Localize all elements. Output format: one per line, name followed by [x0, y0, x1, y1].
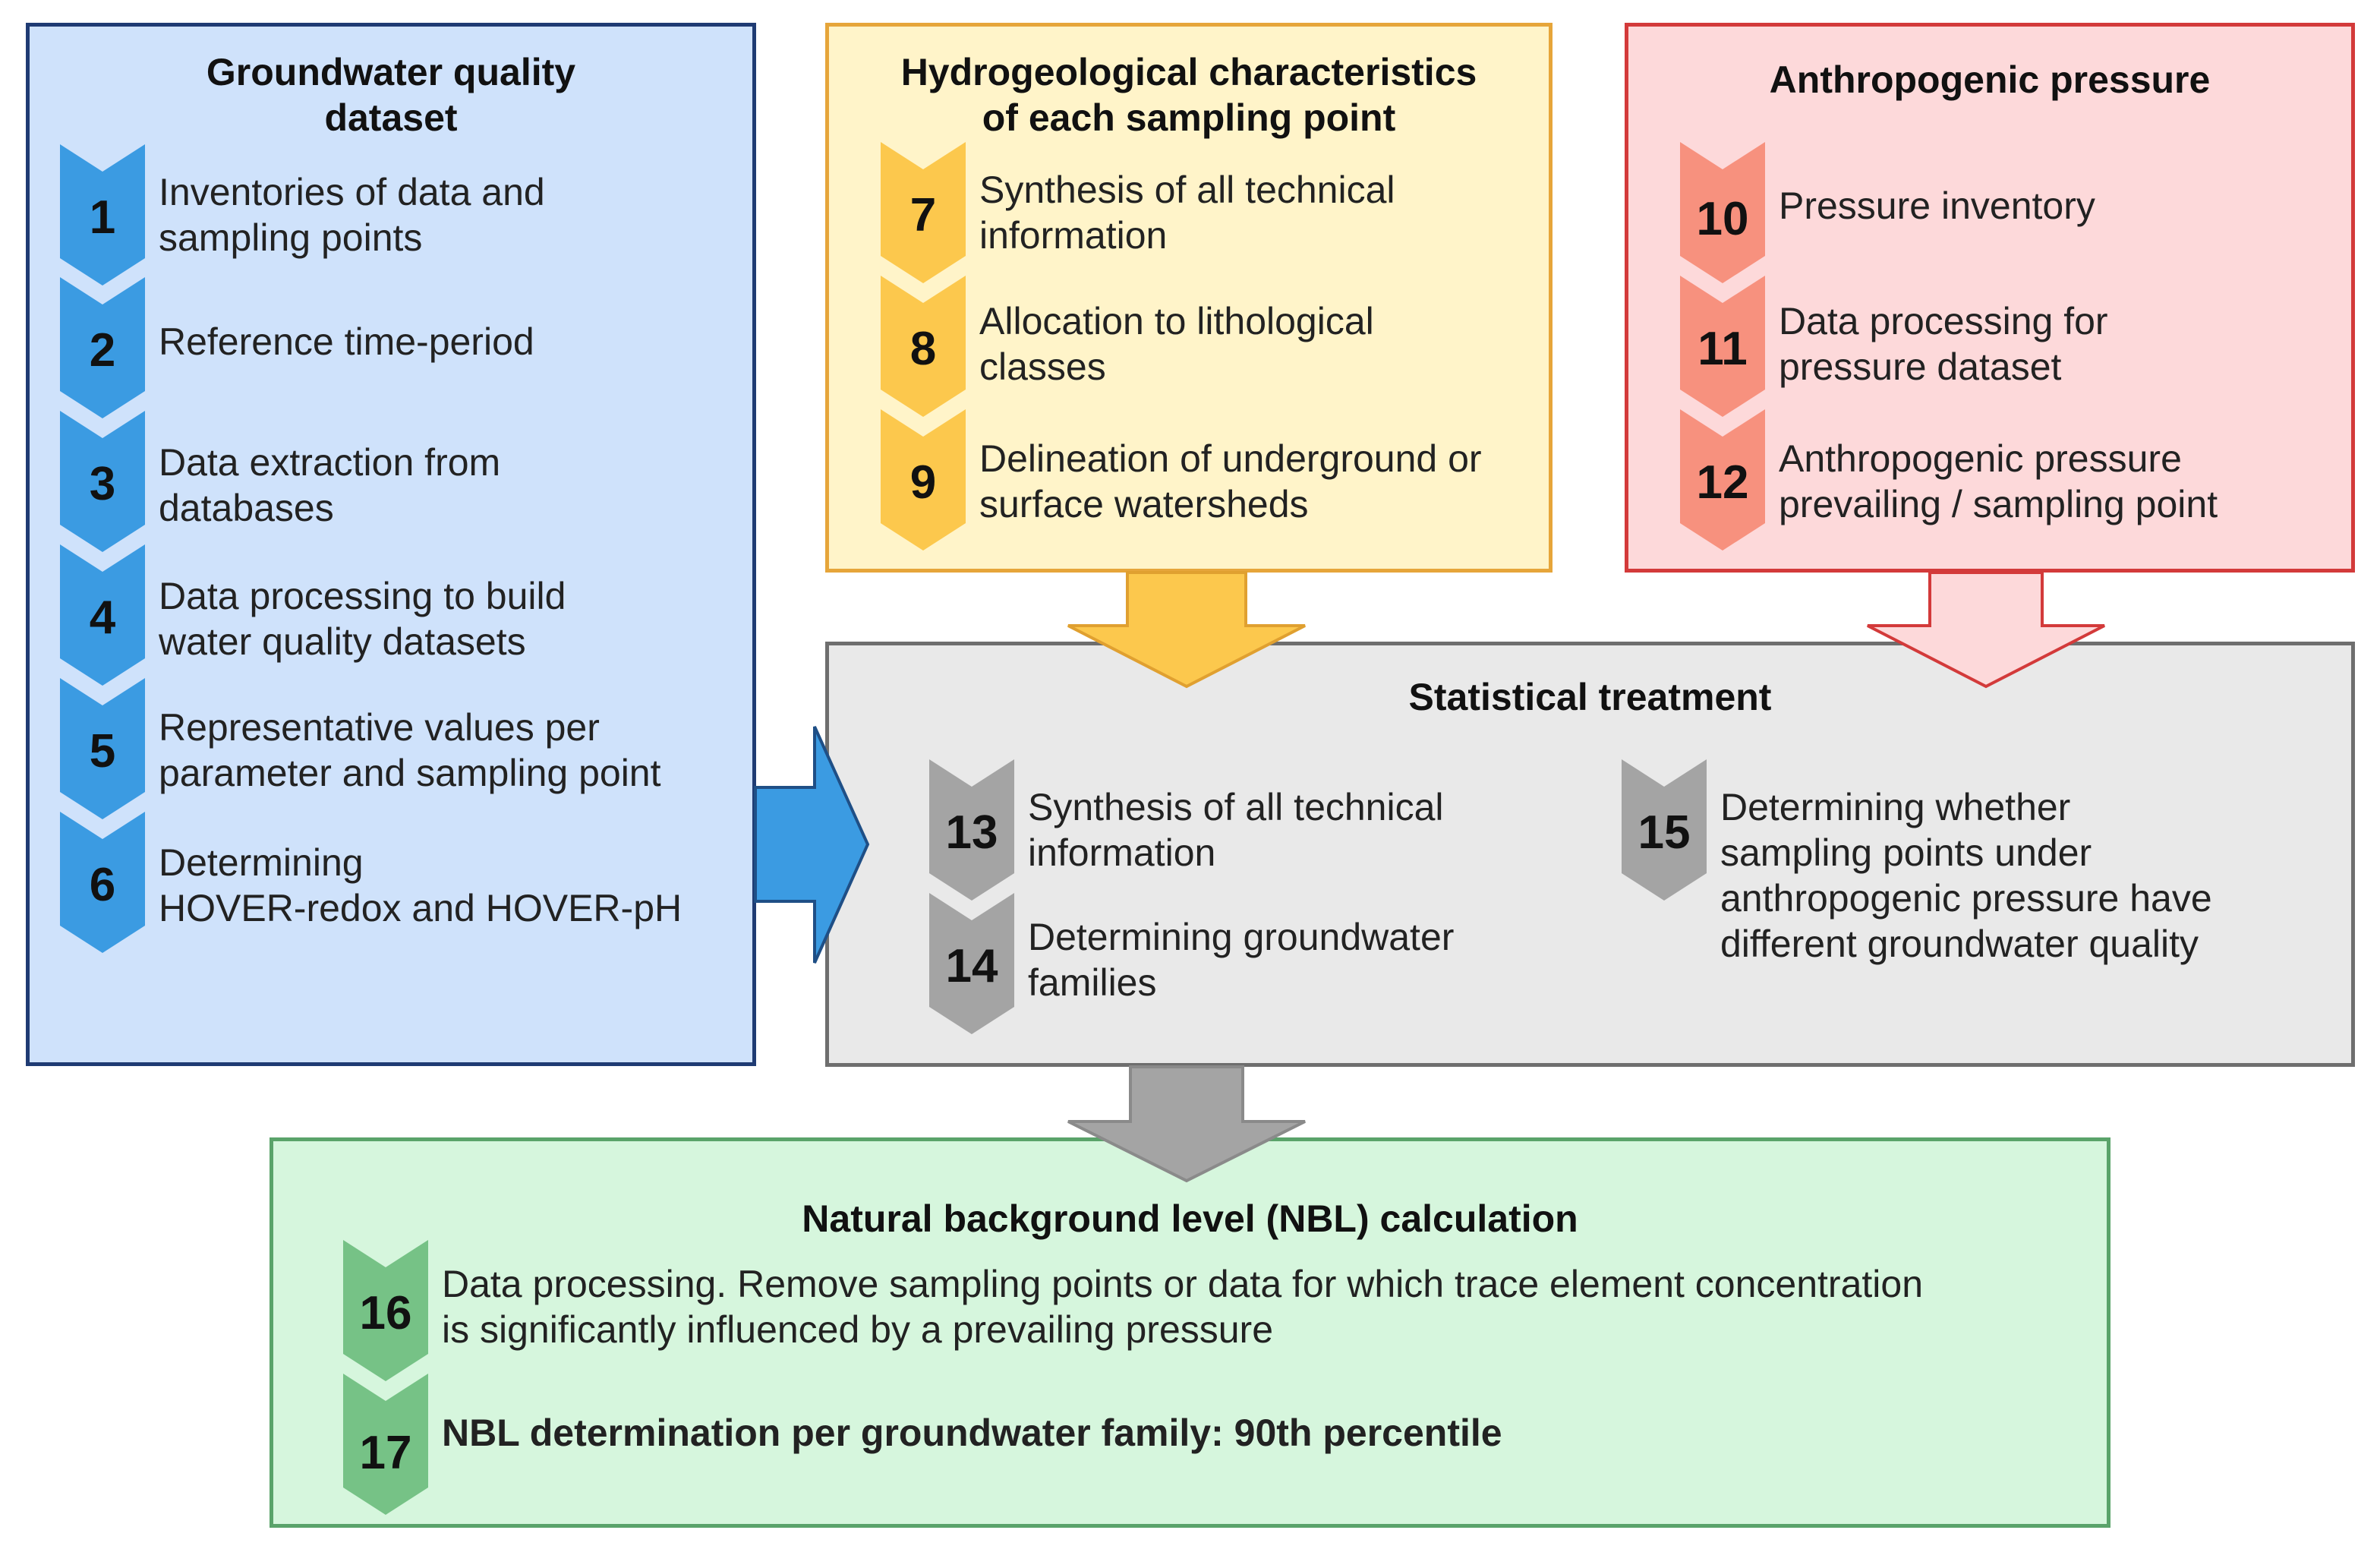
step-number: 13	[945, 806, 998, 859]
chevron-17-icon	[343, 1374, 428, 1515]
nbl-calculation-title: Natural background level (NBL) calculati…	[802, 1197, 1578, 1240]
step-label: Anthropogenic pressure prevailing / samp…	[1779, 437, 2218, 525]
step-number: 4	[89, 592, 116, 644]
yellow-down-arrow	[1067, 571, 1310, 692]
step-number: 9	[909, 456, 937, 509]
step-label: Data extraction from databases	[159, 441, 501, 529]
statistical-treatment-title: Statistical treatment	[1408, 676, 1772, 718]
step-number: 15	[1638, 806, 1691, 859]
step-number: 1	[89, 191, 116, 244]
step-label: Pressure inventory	[1779, 185, 2095, 227]
step-number: 5	[89, 725, 116, 778]
step-label: Determining whether sampling points unde…	[1720, 786, 2212, 965]
step-label: Data processing for pressure dataset	[1779, 300, 2108, 388]
chevron-15-icon	[1622, 759, 1707, 901]
groundwater-dataset-box: Groundwater quality dataset 1 Inventorie…	[26, 23, 756, 1066]
hydrogeological-box: Hydrogeological characteristics of each …	[825, 23, 1553, 573]
chevron-9-icon	[881, 409, 966, 551]
chevron-1-icon	[60, 144, 145, 286]
step-number: 10	[1696, 193, 1749, 245]
chevron-11-icon	[1680, 276, 1765, 417]
gray-down-arrow	[1067, 1065, 1310, 1187]
chevron-7-icon	[881, 142, 966, 283]
anthropogenic-box: Anthropogenic pressure 10 Pressure inven…	[1625, 23, 2355, 573]
step-label: Reference time-period	[159, 320, 534, 363]
chevron-8-icon	[881, 276, 966, 417]
step-number: 6	[89, 859, 116, 911]
chevron-10-icon	[1680, 142, 1765, 283]
step-label: Representative values per parameter and …	[159, 706, 661, 794]
blue-right-arrow	[754, 725, 875, 964]
red-down-arrow	[1866, 571, 2109, 692]
step-number: 17	[359, 1427, 412, 1479]
chevron-3-icon	[60, 411, 145, 552]
chevron-5-icon	[60, 678, 145, 819]
anthropogenic-title: Anthropogenic pressure	[1769, 58, 2211, 101]
step-label: Data processing. Remove sampling points …	[442, 1263, 1924, 1351]
chevron-4-icon	[60, 544, 145, 686]
step-label: Synthesis of all technical information	[979, 169, 1395, 257]
step-label: Determining groundwater families	[1028, 916, 1455, 1004]
step-number: 8	[909, 323, 937, 375]
step-number: 11	[1698, 323, 1748, 375]
nbl-calculation-box: Natural background level (NBL) calculati…	[270, 1137, 2110, 1528]
chevron-2-icon	[60, 277, 145, 418]
step-number: 12	[1696, 456, 1749, 509]
step-number: 3	[89, 458, 116, 510]
step-label: Allocation to lithological classes	[979, 300, 1374, 388]
chevron-12-icon	[1680, 409, 1765, 551]
step-label: Synthesis of all technical information	[1028, 786, 1444, 874]
step-label: Data processing to build water quality d…	[159, 575, 566, 663]
chevron-6-icon	[60, 812, 145, 953]
step-label: NBL determination per groundwater family…	[442, 1412, 1502, 1454]
step-number: 14	[945, 940, 998, 992]
groundwater-dataset-title: Groundwater quality dataset	[206, 51, 576, 139]
step-number: 7	[909, 189, 937, 241]
chevron-14-icon	[929, 893, 1014, 1034]
chevron-13-icon	[929, 759, 1014, 901]
step-number: 16	[359, 1287, 412, 1339]
chevron-16-icon	[343, 1240, 428, 1381]
step-label: Inventories of data and sampling points	[159, 171, 545, 259]
hydrogeological-title: Hydrogeological characteristics of each …	[900, 51, 1477, 139]
step-label: Delineation of underground or surface wa…	[979, 437, 1482, 525]
step-number: 2	[89, 324, 116, 377]
step-label: Determining HOVER-redox and HOVER-pH	[159, 841, 682, 929]
statistical-treatment-box: Statistical treatment 13 Synthesis of al…	[825, 642, 2355, 1067]
